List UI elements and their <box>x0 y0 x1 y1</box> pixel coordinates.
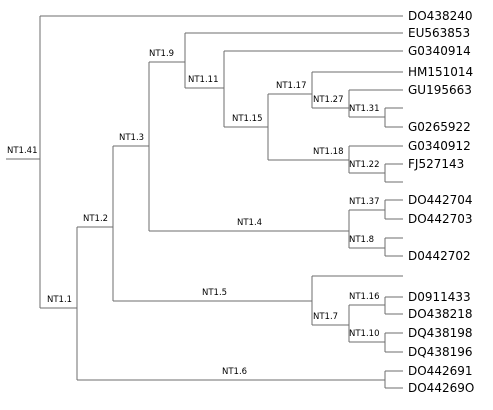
leaf-label: D0911433 <box>408 290 471 304</box>
node-label-root: NT1.41 <box>7 146 37 156</box>
node-label-n111: NT1.11 <box>188 75 218 85</box>
node-label-n15: NT1.5 <box>202 288 227 298</box>
leaf-label: EU563853 <box>408 26 470 40</box>
node-label-n18: NT1.8 <box>349 235 374 245</box>
node-label-n14: NT1.4 <box>237 218 262 228</box>
leaf-label: G0340912 <box>408 139 471 153</box>
node-label-n110: NT1.10 <box>349 329 379 339</box>
leaf-label: DO44269O <box>408 381 474 395</box>
leaf-label: D0442702 <box>408 249 471 263</box>
node-label-n115: NT1.15 <box>232 114 262 124</box>
node-label-n13: NT1.3 <box>119 133 144 143</box>
node-label-n122: NT1.22 <box>349 160 379 170</box>
leaf-label: HM151014 <box>408 65 473 79</box>
node-label-n19: NT1.9 <box>149 49 174 59</box>
leaf-label: DO438218 <box>408 307 473 321</box>
leaf-label: G0265922 <box>408 120 471 134</box>
node-label-n16: NT1.6 <box>222 367 247 377</box>
node-label-n137: NT1.37 <box>349 197 379 207</box>
node-label-n11: NT1.1 <box>47 295 72 305</box>
node-label-n131: NT1.31 <box>349 104 379 114</box>
leaf-label: DO442703 <box>408 212 473 226</box>
node-label-n17: NT1.7 <box>313 312 338 322</box>
node-label-n12: NT1.2 <box>83 214 108 224</box>
leaf-label: DO442704 <box>408 193 473 207</box>
node-label-n116: NT1.16 <box>349 292 379 302</box>
leaf-label: DQ438196 <box>408 345 473 359</box>
leaf-label: FJ527143 <box>408 157 464 171</box>
node-label-n127: NT1.27 <box>313 95 343 105</box>
leaf-label: GU195663 <box>408 83 472 97</box>
leaf-label: DO438240 <box>408 9 473 23</box>
node-label-n118: NT1.18 <box>313 147 343 157</box>
leaf-label: G0340914 <box>408 44 471 58</box>
leaf-label: DQ438198 <box>408 326 473 340</box>
leaf-label: DO442691 <box>408 364 473 378</box>
node-label-n117: NT1.17 <box>276 81 306 91</box>
